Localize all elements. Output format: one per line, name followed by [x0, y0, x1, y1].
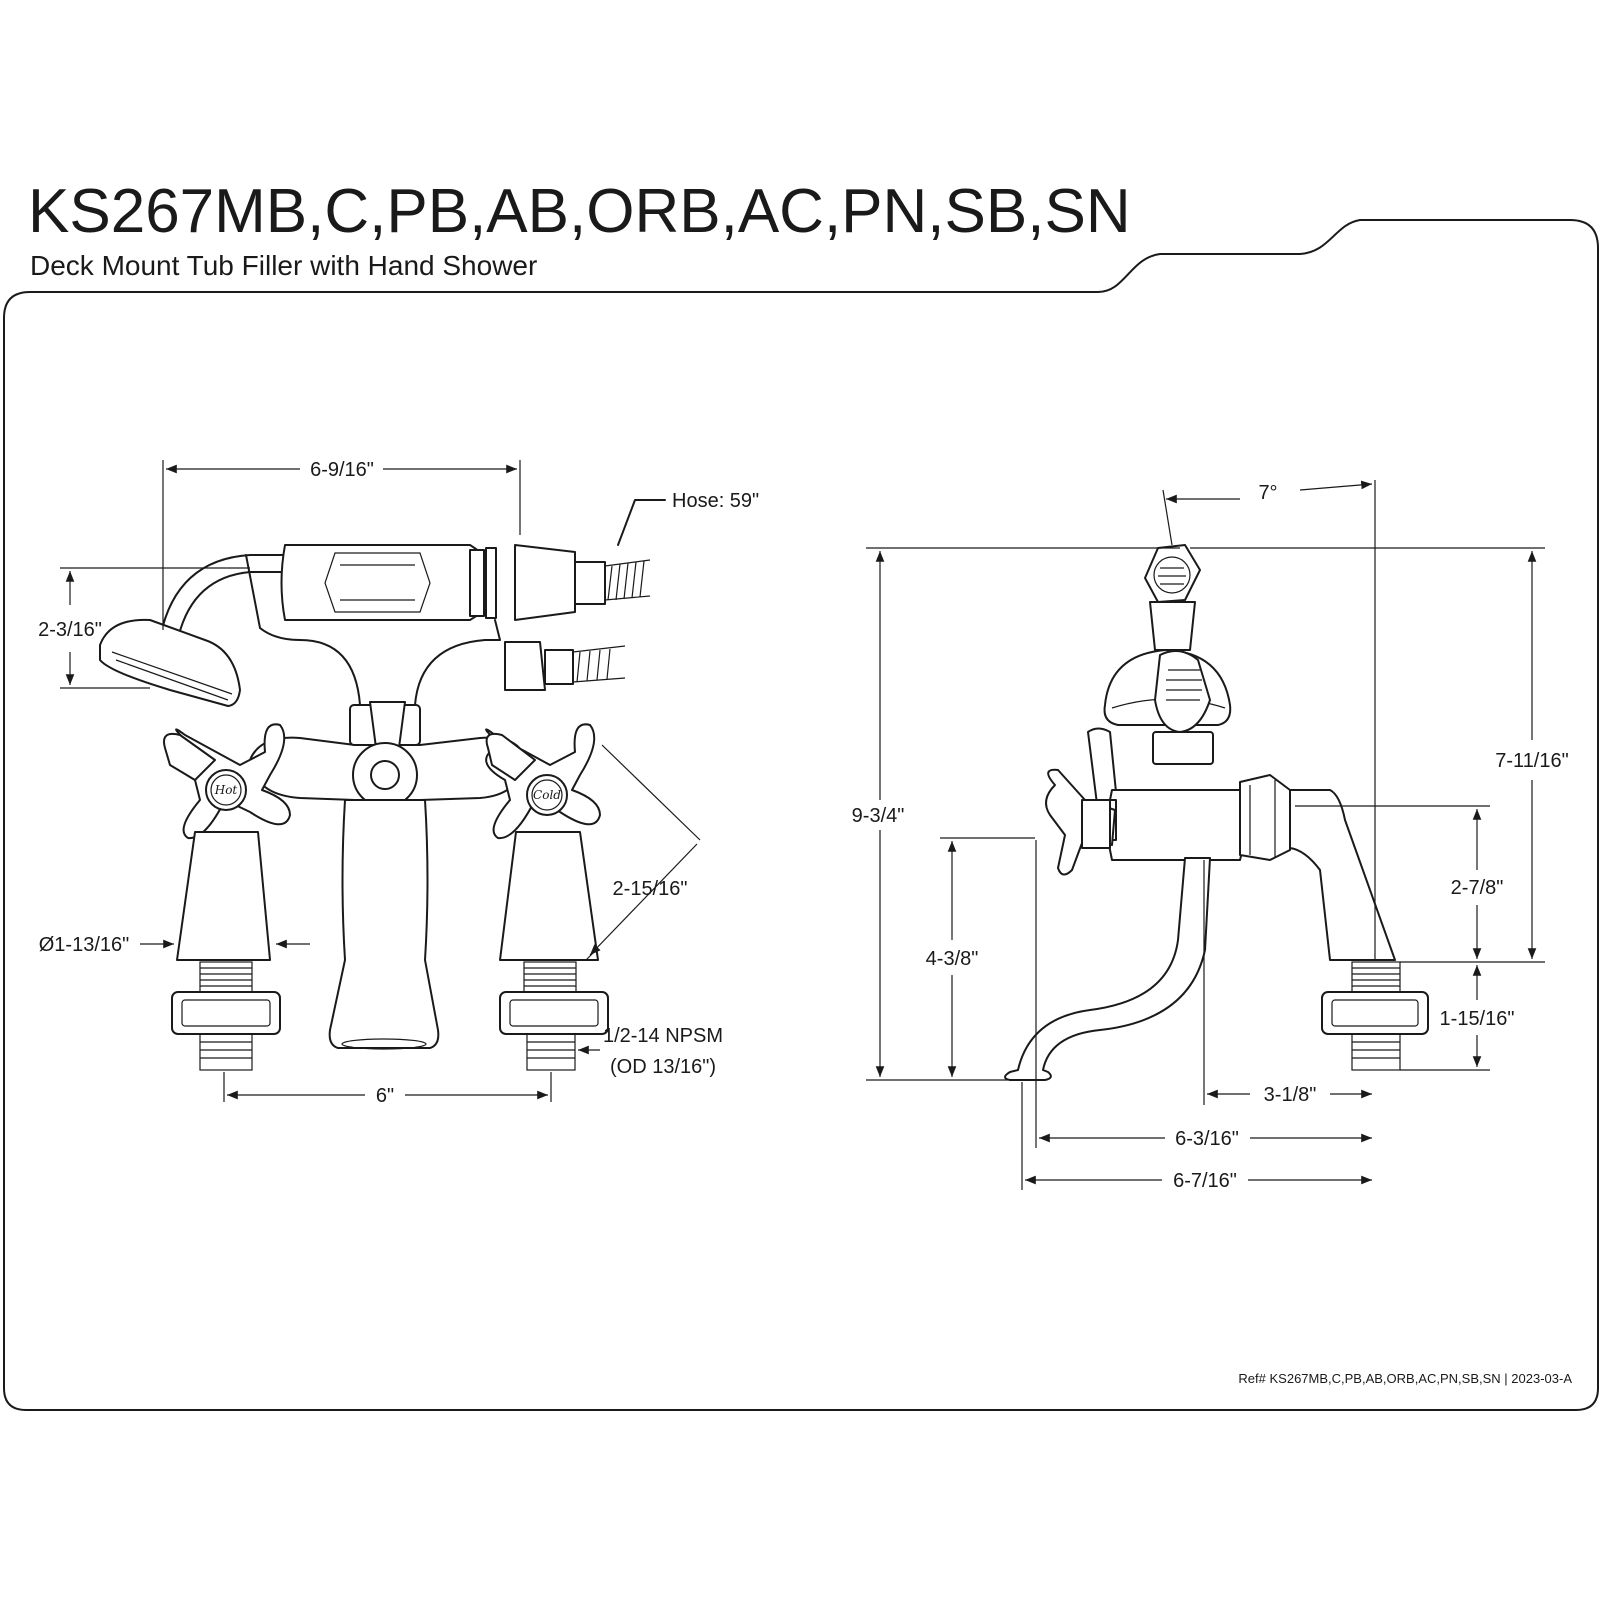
- dim-cradle-height: 7-11/16": [1495, 750, 1568, 772]
- dim-overall-height: 9-3/4": [852, 805, 905, 827]
- dim-overall-depth: 6-7/16": [1173, 1170, 1237, 1192]
- drawing-frame: [3, 219, 1599, 1411]
- dim-spout-reach: 6-3/16": [1175, 1128, 1239, 1150]
- page-title: KS267MB,C,PB,AB,ORB,AC,PN,SB,SN: [28, 177, 1131, 246]
- dim-shank-length: 1-15/16": [1440, 1008, 1515, 1030]
- dim-width-handshower: 6-9/16": [310, 459, 374, 481]
- front-view: Hot Cold 6-9/16" Hose: 59" 2-3/1: [38, 459, 759, 1107]
- dim-spout-offset: 3-1/8": [1264, 1084, 1317, 1106]
- hand-shower-grip: [280, 544, 496, 621]
- side-valve-body: [1104, 789, 1246, 861]
- tub-spout: [328, 799, 440, 1049]
- hot-label: Hot: [214, 783, 238, 797]
- dim-spout-height: 4-3/8": [926, 948, 979, 970]
- side-view: 7° 9-3/4" 7-11/16" 4-3/8" 2-7/8" 1-15/16…: [852, 480, 1569, 1192]
- side-handle: [1045, 768, 1116, 876]
- reference-note: Ref# KS267MB,C,PB,AB,ORB,AC,PN,SB,SN | 2…: [1238, 1371, 1572, 1386]
- dim-escutcheon-diameter: Ø1-13/16": [39, 934, 130, 956]
- side-supply-column: [1289, 789, 1396, 961]
- dim-angle: 7°: [1258, 482, 1277, 504]
- dim-body-height: 2-7/8": [1451, 877, 1504, 899]
- dim-hose-length: Hose: 59": [672, 490, 759, 512]
- dim-handle-reach: 2-15/16": [613, 878, 688, 900]
- dim-thread-spec: 1/2-14 NPSM: [603, 1025, 723, 1047]
- page-subtitle: Deck Mount Tub Filler with Hand Shower: [30, 250, 537, 281]
- side-spout: [1004, 857, 1211, 1081]
- dim-height-handshower: 2-3/16": [38, 619, 102, 641]
- dim-center-spacing: 6": [376, 1085, 394, 1107]
- dim-thread-od: (OD 13/16"): [610, 1056, 716, 1078]
- shower-head: [99, 618, 241, 707]
- cold-label: Cold: [533, 788, 561, 802]
